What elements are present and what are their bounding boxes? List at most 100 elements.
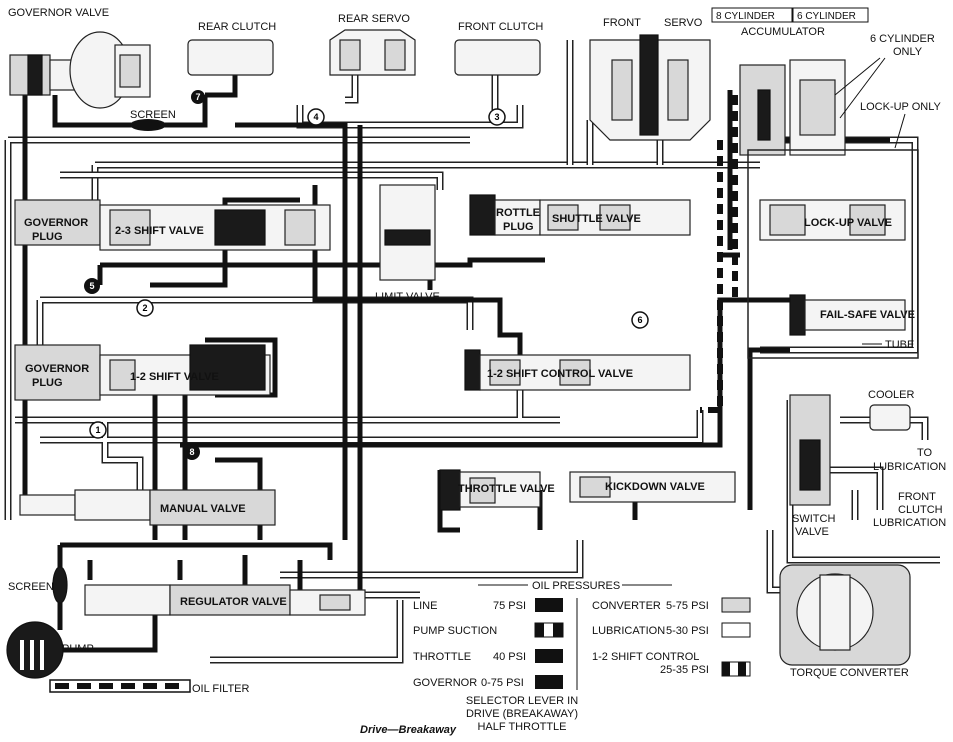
- governor-plug-upper: [14, 199, 101, 246]
- legend-shift-control-value: 25-35 PSI: [660, 664, 709, 676]
- legend-lubrication-swatch: [721, 622, 751, 638]
- orifice-4: [307, 108, 325, 126]
- shift-control-valve-1-2: [464, 349, 691, 391]
- cooler-body: [869, 404, 911, 431]
- orifice-2-label: 2: [142, 303, 147, 313]
- label-regulator-valve: REGULATOR VALVE: [180, 596, 287, 608]
- pump: [6, 566, 68, 679]
- lock-up-valve: [759, 199, 906, 241]
- manual-valve-body: [19, 489, 276, 526]
- legend-throttle-name: THROTTLE: [413, 651, 471, 663]
- legend-throttle-value: 40 PSI: [493, 651, 526, 663]
- label-oil-filter: OIL FILTER: [192, 683, 250, 695]
- orifice-8-label: 8: [189, 447, 194, 457]
- rear-servo: [329, 29, 416, 76]
- orifice-1-label: 1: [95, 425, 100, 435]
- legend-line-swatch: [535, 598, 563, 612]
- label-to-lub-2: LUBRICATION: [873, 461, 946, 473]
- screen-top-element: [130, 119, 166, 131]
- switch-valve-body: [789, 394, 831, 506]
- legend-line-name: LINE: [413, 600, 437, 612]
- governor-valve: [9, 31, 151, 109]
- throttle-valve-body: [439, 469, 541, 511]
- orifice-2: [136, 299, 154, 317]
- cooler-passage-inner: [768, 400, 940, 592]
- oil-filter: [49, 679, 191, 693]
- label-shuttle-valve: SHUTTLE VALVE: [552, 213, 641, 225]
- label-shift-valve-1-2: 1-2 SHIFT VALVE: [130, 371, 219, 383]
- label-shift-valve-2-3: 2-3 SHIFT VALVE: [115, 225, 204, 237]
- label-cooler: COOLER: [868, 389, 915, 401]
- accumulator: [739, 59, 846, 156]
- regulator-valve-body: [84, 584, 366, 616]
- governor-plug-lower: [14, 344, 101, 401]
- component-labels: GOVERNOR VALVE REAR CLUTCH REAR SERVO FR…: [8, 7, 946, 736]
- orifice-6-label: 6: [637, 315, 642, 325]
- six-cyl-leaders: [834, 57, 886, 119]
- rear-clutch: [187, 39, 274, 76]
- legend: OIL PRESSURES LINE 75 PSI PUMP SUCTION T…: [413, 580, 751, 733]
- legend-throttle-swatch: [535, 649, 563, 663]
- label-servo: SERVO: [664, 17, 703, 29]
- label-switch-valve-2: VALVE: [795, 526, 829, 538]
- throttle-plug: [469, 194, 541, 236]
- orifice-7: [191, 90, 205, 104]
- orifice-circles: 1 2 3 4 5 6 7 8: [84, 92, 649, 460]
- limit-valve: [379, 184, 436, 281]
- legend-governor-swatch: [535, 675, 563, 689]
- label-shift-control-valve: 1-2 SHIFT CONTROL VALVE: [487, 368, 633, 380]
- orifice-8: [184, 444, 200, 460]
- legend-converter-swatch: [721, 597, 751, 613]
- legend-governor-value: 0-75 PSI: [481, 677, 524, 689]
- label-governor-plug-lower-2: PLUG: [32, 377, 63, 389]
- label-front-servo: FRONT: [603, 17, 641, 29]
- label-governor-plug-upper-1: GOVERNOR: [24, 217, 88, 229]
- label-accumulator: ACCUMULATOR: [741, 26, 825, 38]
- label-front-clutch-lub-2: CLUTCH: [898, 504, 943, 516]
- label-front-clutch-lub-3: LUBRICATION: [873, 517, 946, 529]
- lock-up-frame: [747, 149, 919, 359]
- label-fail-safe-valve: FAIL-SAFE VALVE: [820, 309, 915, 321]
- label-lock-up-valve: LOCK-UP VALVE: [804, 217, 892, 229]
- label-to-lub-1: TO: [917, 447, 933, 459]
- legend-governor-name: GOVERNOR: [413, 677, 477, 689]
- label-pump: PUMP: [62, 643, 94, 655]
- label-throttle-plug-2: PLUG: [503, 221, 534, 233]
- label-throttle-plug-1: ROTTLE: [496, 207, 540, 219]
- orifice-5-label: 5: [89, 281, 94, 291]
- label-6-cyl-only-1: 6 CYLINDER: [870, 33, 935, 45]
- shift-valve-1-2: [99, 344, 271, 396]
- label-6-cyl-only-2: ONLY: [893, 46, 923, 58]
- label-limit-valve: LIMIT VALVE: [375, 291, 440, 303]
- label-governor-plug-lower-1: GOVERNOR: [25, 363, 89, 375]
- label-front-clutch: FRONT CLUTCH: [458, 21, 543, 33]
- label-governor-plug-upper-2: PLUG: [32, 231, 63, 243]
- label-rear-clutch: REAR CLUTCH: [198, 21, 276, 33]
- label-switch-valve-1: SWITCH: [792, 513, 835, 525]
- torque-converter-body: [779, 564, 911, 666]
- legend-line-value: 75 PSI: [493, 600, 526, 612]
- diagram-caption: Drive—Breakaway: [360, 724, 457, 736]
- shift-valve-2-3: [99, 204, 331, 251]
- legend-selector-1: SELECTOR LEVER IN: [466, 695, 578, 707]
- label-governor-valve: GOVERNOR VALVE: [8, 7, 109, 19]
- legend-shift-control-name: 1-2 SHIFT CONTROL: [592, 651, 699, 663]
- orifice-3-label: 3: [494, 112, 499, 122]
- label-kickdown-valve: KICKDOWN VALVE: [605, 481, 705, 493]
- legend-lubrication-name: LUBRICATION: [592, 625, 665, 637]
- label-tube: TUBE: [885, 339, 914, 351]
- front-clutch: [454, 39, 541, 76]
- legend-selector-3: HALF THROTTLE: [477, 721, 566, 733]
- label-throttle-valve: THROTTLE VALVE: [458, 483, 555, 495]
- kickdown-valve-body: [569, 471, 736, 503]
- lub-passage: [4, 136, 919, 520]
- orifice-5: [84, 278, 100, 294]
- legend-selector-2: DRIVE (BREAKAWAY): [466, 708, 578, 720]
- orifice-6: [631, 311, 649, 329]
- shuttle-valve: [539, 199, 691, 236]
- orifice-7-label: 7: [195, 92, 200, 102]
- shift-control-passage: [700, 95, 738, 413]
- orifice-1: [89, 421, 107, 439]
- label-6-cylinder: 6 CYLINDER: [797, 11, 856, 22]
- legend-suction-name: PUMP SUCTION: [413, 625, 497, 637]
